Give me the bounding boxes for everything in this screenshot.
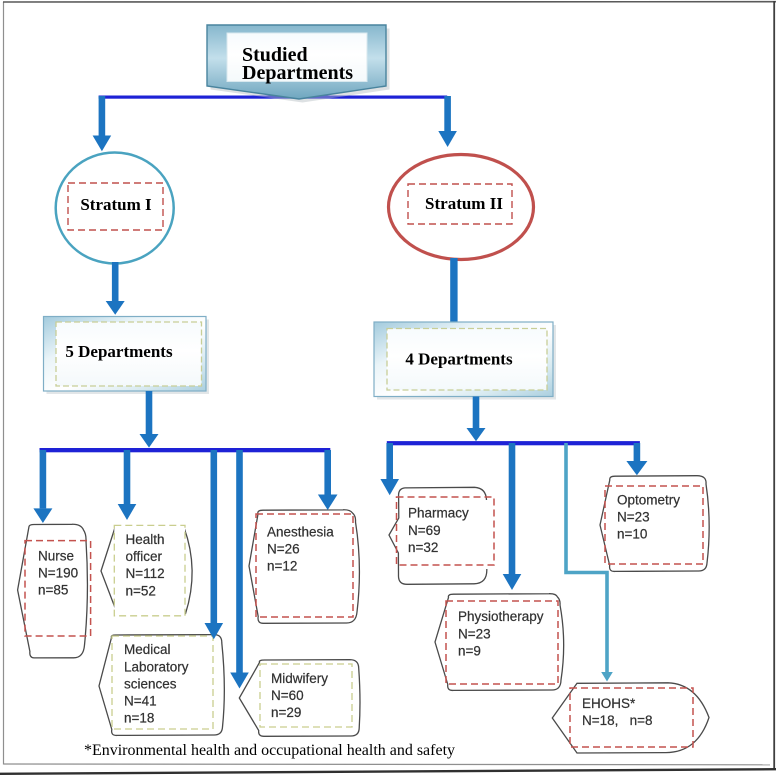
svg-text:Medical: Medical (124, 642, 171, 657)
svg-text:Optometry: Optometry (617, 493, 680, 508)
svg-text:n=18: n=18 (124, 710, 154, 725)
svg-text:Stratum II: Stratum II (425, 194, 503, 213)
svg-text:*Environmental health and occu: *Environmental health and occupational h… (84, 742, 455, 759)
svg-text:N=190: N=190 (38, 566, 78, 581)
svg-text:officer: officer (126, 549, 163, 564)
svg-text:N=112: N=112 (126, 566, 165, 581)
svg-text:n=9: n=9 (458, 644, 481, 659)
svg-text:sciences: sciences (124, 677, 177, 692)
svg-text:Physiotherapy: Physiotherapy (458, 609, 544, 624)
svg-text:n=29: n=29 (271, 705, 301, 720)
svg-text:Health: Health (126, 532, 165, 547)
svg-text:n=10: n=10 (617, 527, 647, 542)
svg-text:Studied: Studied (242, 44, 308, 66)
svg-text:n=85: n=85 (38, 583, 68, 598)
svg-text:N=69: N=69 (408, 523, 441, 538)
svg-text:4 Departments: 4 Departments (405, 350, 513, 369)
svg-text:EHOHS*: EHOHS* (582, 696, 636, 711)
svg-text:N=18, n=8: N=18, n=8 (582, 713, 653, 728)
svg-text:N=23: N=23 (617, 510, 650, 525)
svg-text:N=23: N=23 (458, 627, 491, 642)
svg-text:Nurse: Nurse (38, 549, 74, 564)
svg-text:Pharmacy: Pharmacy (408, 506, 469, 521)
svg-text:N=26: N=26 (267, 542, 300, 557)
svg-text:Departments: Departments (242, 62, 353, 84)
svg-text:n=12: n=12 (267, 559, 297, 574)
svg-text:Laboratory: Laboratory (124, 659, 189, 674)
svg-text:n=52: n=52 (126, 584, 156, 599)
svg-text:Midwifery: Midwifery (271, 671, 328, 686)
svg-text:N=60: N=60 (271, 688, 304, 703)
svg-text:N=41: N=41 (124, 693, 157, 708)
svg-text:Anesthesia: Anesthesia (267, 525, 334, 540)
svg-text:n=32: n=32 (408, 540, 438, 555)
svg-text:5 Departments: 5 Departments (65, 342, 173, 361)
svg-text:Stratum I: Stratum I (80, 195, 152, 214)
